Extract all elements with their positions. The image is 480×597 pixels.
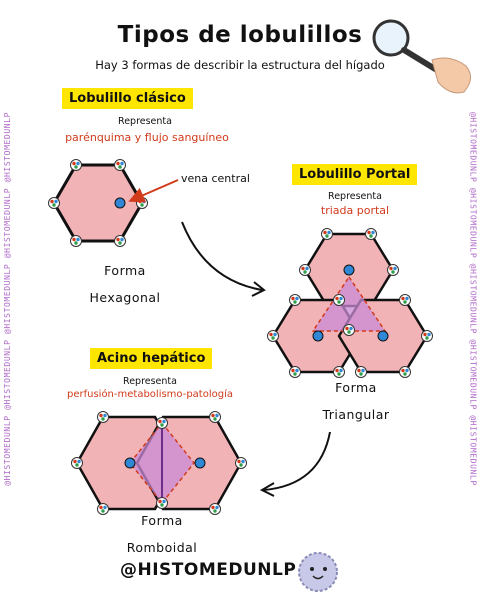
arrow-classic-to-portal [181, 221, 263, 291]
acino-shape-word: Forma [141, 513, 183, 528]
portal-triad-icon [48, 197, 60, 209]
vein-icon [343, 264, 355, 276]
central-vein-icon [114, 197, 126, 209]
vein-icon [194, 457, 206, 469]
central-vein-annotation: vena central [181, 172, 250, 185]
portal-triad-icon [209, 503, 221, 515]
portal-shape: Triangular [322, 407, 390, 422]
portal-triad-icon [343, 324, 355, 336]
vein-icon [124, 457, 136, 469]
portal-triad-icon [156, 497, 168, 509]
portal-triad-icon [114, 235, 126, 247]
classic-hexagon [52, 163, 144, 243]
portal-triad-icon [156, 417, 168, 429]
mascot-icon [298, 552, 338, 592]
portal-label: Lobulillo Portal [292, 164, 418, 185]
acino-label: Acino hepático [90, 348, 213, 369]
portal-triad-icon [235, 457, 247, 469]
portal-triad-icon [209, 411, 221, 423]
portal-triad-icon [114, 159, 126, 171]
portal-shape-word: Forma [335, 380, 377, 395]
acino-hexagons [75, 415, 243, 511]
portal-portal-triads [267, 228, 433, 378]
portal-triad-icon [136, 197, 148, 209]
portal-triad-icon [97, 411, 109, 423]
arrow-head [251, 281, 266, 297]
page-subtitle: Hay 3 formas de describir la estructura … [95, 58, 385, 72]
watermark-right: @HISTOMEDUNLP @HISTOMEDUNLP @HISTOMEDUNL… [468, 111, 478, 486]
portal-triad-icon [267, 330, 279, 342]
vein-icon [312, 330, 324, 342]
classic-shape: Hexagonal [89, 290, 161, 305]
portal-triad-icon [70, 235, 82, 247]
portal-triad-icon [387, 264, 399, 276]
portal-triad-icon [289, 366, 301, 378]
portal-triad-icon [71, 457, 83, 469]
annotation-arrow [128, 179, 179, 203]
acino-portal-triads [71, 411, 247, 515]
portal-triad-icon [333, 294, 345, 306]
arrow-portal-to-acino [263, 431, 331, 491]
portal-represents: Representa [328, 191, 382, 202]
classic-shape-word: Forma [104, 263, 146, 278]
portal-triad-icon [299, 264, 311, 276]
portal-triad-icon [399, 366, 411, 378]
acino-detail: perfusión-metabolismo-patología [66, 389, 233, 400]
portal-hexagons [271, 232, 429, 374]
classic-label: Lobulillo clásico [62, 88, 193, 109]
portal-triad-icon [399, 294, 411, 306]
portal-triad-icon [333, 366, 345, 378]
portal-triad-icon [365, 228, 377, 240]
page-title: Tipos de lobulillos [117, 22, 363, 48]
vein-icon [377, 330, 389, 342]
portal-triad-icon [421, 330, 433, 342]
portal-triad-icon [355, 366, 367, 378]
classic-represents: Representa [118, 116, 172, 127]
portal-triad-icon [70, 159, 82, 171]
account-handle: @HISTOMEDUNLP [120, 560, 297, 580]
acino-represents: Representa [123, 376, 177, 387]
arrow-head [259, 482, 275, 497]
portal-triad-icon [321, 228, 333, 240]
portal-detail: triada portal [320, 204, 390, 217]
portal-triad-icon [97, 503, 109, 515]
acino-shape: Romboidal [126, 540, 198, 555]
portal-triad-icon [289, 294, 301, 306]
classic-detail: parénquima y flujo sanguíneo [65, 131, 229, 144]
magnifier-icon [372, 19, 471, 94]
